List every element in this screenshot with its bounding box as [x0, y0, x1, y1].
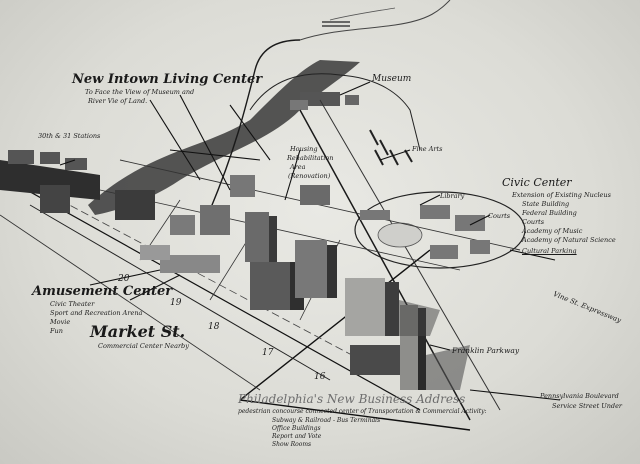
amusement-item-0: Civic Theater: [50, 300, 95, 308]
river-left-bank: [209, 39, 301, 211]
civic-center-title: Civic Center: [502, 176, 572, 189]
franklin-parkway-label: Franklin Parkway: [452, 346, 520, 355]
river-curve: [299, 0, 451, 41]
parkway-2: [319, 99, 501, 411]
civic-item-5: Academy of Natural Science: [522, 236, 616, 244]
new-intown-sub1: To Face the View of Museum and: [85, 88, 195, 96]
street-number-18: 18: [208, 322, 220, 332]
business-item-2: Report and Vote: [272, 433, 322, 440]
civic-item-1: State Building: [522, 200, 570, 208]
housing-label-2: Rehabilitation: [287, 154, 334, 162]
river-top: [329, 7, 396, 21]
left-shadow: [0, 160, 100, 200]
museum-label: Museum: [372, 74, 412, 84]
housing-label-3: Area: [290, 163, 306, 171]
courts-label: Courts: [488, 212, 511, 220]
towers: [140, 175, 426, 390]
stubs: [369, 129, 413, 166]
housing-label-1: Housing: [290, 145, 318, 153]
fine-arts-label: Fine Arts: [412, 145, 443, 153]
street-2: [29, 204, 331, 381]
amusement-item-1: Sport and Recreation Arena: [50, 309, 143, 317]
civic-item-4: Academy of Music: [522, 227, 583, 235]
river-shading: [88, 60, 360, 215]
amusement-item-2: Movie: [50, 318, 71, 326]
civic-buildings: [360, 205, 490, 259]
business-item-0: Subway & Railroad - Bus Terminals: [272, 417, 381, 424]
street-1: [59, 199, 381, 371]
new-intown-sub2: River Vie of Land.: [88, 97, 148, 105]
new-intown-title: New Intown Living Center: [72, 72, 263, 87]
market-st-title: Market St.: [90, 322, 186, 341]
street-number-16: 16: [314, 372, 326, 382]
street-5: [99, 189, 461, 271]
business-address-sub: pedestrian concourse connected center of…: [238, 408, 487, 415]
street-number-19: 19: [170, 298, 182, 308]
bridge: [322, 21, 350, 27]
civic-item-2: Federal Building: [522, 209, 577, 217]
civic-item-6: Cultural Parking: [522, 247, 577, 255]
park-outline: [249, 73, 421, 151]
amusement-center-title: Amusement Center: [32, 284, 173, 299]
tower-shadow-2: [399, 300, 440, 336]
triangle-bottom: [239, 399, 471, 431]
market-st-sub: Commercial Center Nearby: [98, 342, 189, 350]
museum-buildings: [290, 92, 359, 110]
left-buildings: [8, 150, 155, 220]
tower-shadow-1: [426, 345, 470, 390]
civic-item-0: Extension of Existing Nucleus: [512, 191, 611, 199]
street-number-17: 17: [262, 348, 274, 358]
amusement-item-3: Fun: [50, 327, 63, 335]
business-item-3: Show Rooms: [272, 441, 312, 448]
street-3: [0, 214, 261, 391]
business-address-title: Philadelphia's New Business Address: [238, 392, 466, 406]
penn-blvd-label-2: Service Street Under: [552, 402, 623, 410]
civic-item-3: Courts: [522, 218, 545, 226]
business-item-1: Office Buildings: [272, 425, 321, 432]
penn-blvd-label-1: Pennsylvania Boulevard: [540, 392, 619, 400]
library-label: Library: [440, 192, 465, 200]
civic-ellipse: [354, 191, 526, 269]
stations-label: 30th & 31 Stations: [38, 132, 101, 140]
street-number-20: 20: [118, 274, 130, 284]
leader-lines: [59, 81, 561, 401]
triangle-left: [239, 249, 431, 401]
housing-label-4: (Renovation): [288, 172, 331, 180]
